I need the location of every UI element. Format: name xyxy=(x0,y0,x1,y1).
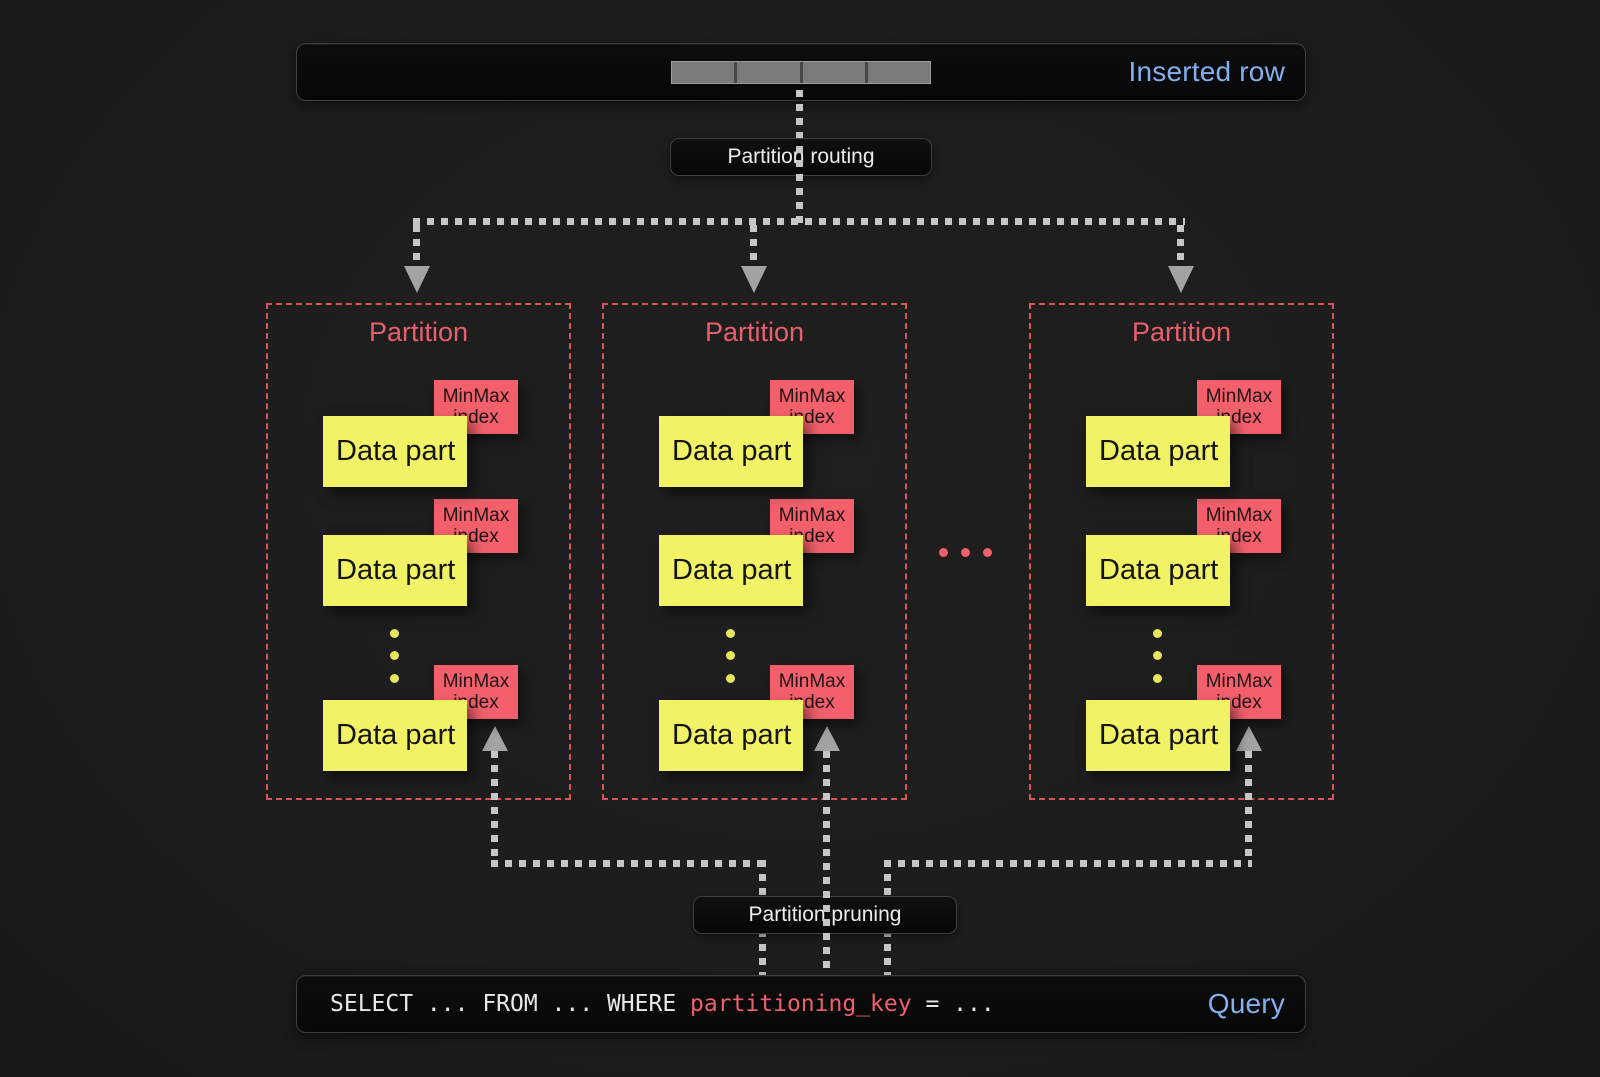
minmax-line1: MinMax xyxy=(778,671,846,692)
data-part-box: Data part xyxy=(323,416,467,487)
ellipsis-dot xyxy=(939,548,948,557)
data-part-box: Data part xyxy=(659,416,803,487)
row-segment xyxy=(734,62,800,83)
pruning-line-partition-2 xyxy=(823,751,830,975)
partition-title: Partition xyxy=(704,317,805,347)
minmax-index-tag: MinMax index xyxy=(434,380,518,434)
data-part-label: Data part xyxy=(1099,435,1219,467)
more-parts-dot xyxy=(726,629,735,638)
more-parts-dot xyxy=(390,629,399,638)
data-part-box: Data part xyxy=(1086,535,1230,606)
partition-box-1: Partition MinMax index Data part MinMax … xyxy=(266,303,571,800)
routing-line-lower xyxy=(796,146,803,225)
down-arrowhead-partition-1 xyxy=(404,266,430,293)
more-parts-dot xyxy=(1153,651,1162,660)
ellipsis-dot xyxy=(983,548,992,557)
more-parts-dot xyxy=(726,651,735,660)
down-arrowhead-partition-3 xyxy=(1168,266,1194,293)
row-segment xyxy=(799,62,865,83)
minmax-line1: MinMax xyxy=(442,505,510,526)
more-parts-dot xyxy=(726,674,735,683)
pruning-line-partition-3 xyxy=(1245,751,1252,861)
minmax-line1: MinMax xyxy=(778,386,846,407)
more-parts-dot xyxy=(390,674,399,683)
arrow-line-partition-2 xyxy=(750,225,757,266)
up-arrowhead-partition-2 xyxy=(814,726,840,751)
partition-title: Partition xyxy=(368,317,469,347)
minmax-line1: MinMax xyxy=(442,671,510,692)
pruning-connector-left xyxy=(491,860,767,867)
more-parts-dot xyxy=(390,651,399,660)
data-part-box: Data part xyxy=(1086,416,1230,487)
data-part-label: Data part xyxy=(336,435,456,467)
up-arrowhead-partition-1 xyxy=(482,726,508,751)
minmax-index-tag: MinMax index xyxy=(1197,380,1281,434)
data-part-box: Data part xyxy=(323,700,467,771)
query-label: Query xyxy=(1207,988,1285,1019)
inserted-row-label: Inserted row xyxy=(1128,56,1285,87)
data-part-label: Data part xyxy=(672,435,792,467)
minmax-line1: MinMax xyxy=(1205,671,1273,692)
row-segment xyxy=(864,62,930,83)
partition-box-3: Partition MinMax index Data part MinMax … xyxy=(1029,303,1334,800)
minmax-line1: MinMax xyxy=(778,505,846,526)
minmax-index-tag: MinMax index xyxy=(1197,499,1281,553)
query-panel: SELECT ... FROM ... WHERE partitioning_k… xyxy=(296,975,1306,1033)
more-parts-dot xyxy=(1153,674,1162,683)
data-part-box: Data part xyxy=(659,700,803,771)
up-arrowhead-partition-3 xyxy=(1236,726,1262,751)
data-part-label: Data part xyxy=(672,719,792,751)
data-part-label: Data part xyxy=(1099,719,1219,751)
data-part-label: Data part xyxy=(336,554,456,586)
data-part-box: Data part xyxy=(323,535,467,606)
query-sql-text: SELECT ... FROM ... WHERE partitioning_k… xyxy=(330,991,995,1017)
data-part-box: Data part xyxy=(659,535,803,606)
data-part-label: Data part xyxy=(1099,554,1219,586)
more-partitions-ellipsis xyxy=(939,548,992,557)
data-part-box: Data part xyxy=(1086,700,1230,771)
partition-box-2: Partition MinMax index Data part MinMax … xyxy=(602,303,907,800)
down-arrowhead-partition-2 xyxy=(741,266,767,293)
routing-line-upper xyxy=(796,90,803,138)
arrow-line-partition-3 xyxy=(1177,225,1184,266)
partition-title: Partition xyxy=(1131,317,1232,347)
query-partitioning-key: partitioning_key xyxy=(690,991,912,1017)
query-sql-prefix: SELECT ... FROM ... WHERE xyxy=(330,991,691,1017)
arrow-line-partition-1 xyxy=(413,225,420,266)
data-part-label: Data part xyxy=(336,719,456,751)
data-part-label: Data part xyxy=(672,554,792,586)
more-parts-dot xyxy=(1153,629,1162,638)
minmax-index-tag: MinMax index xyxy=(434,499,518,553)
inserted-row-segments xyxy=(671,61,931,84)
query-sql-suffix: = ... xyxy=(911,991,995,1017)
row-segment xyxy=(672,62,735,83)
pruning-line-partition-1 xyxy=(491,751,498,861)
minmax-line1: MinMax xyxy=(442,386,510,407)
pruning-connector-right xyxy=(884,860,1252,867)
ellipsis-dot xyxy=(961,548,970,557)
minmax-line1: MinMax xyxy=(1205,505,1273,526)
minmax-line1: MinMax xyxy=(1205,386,1273,407)
